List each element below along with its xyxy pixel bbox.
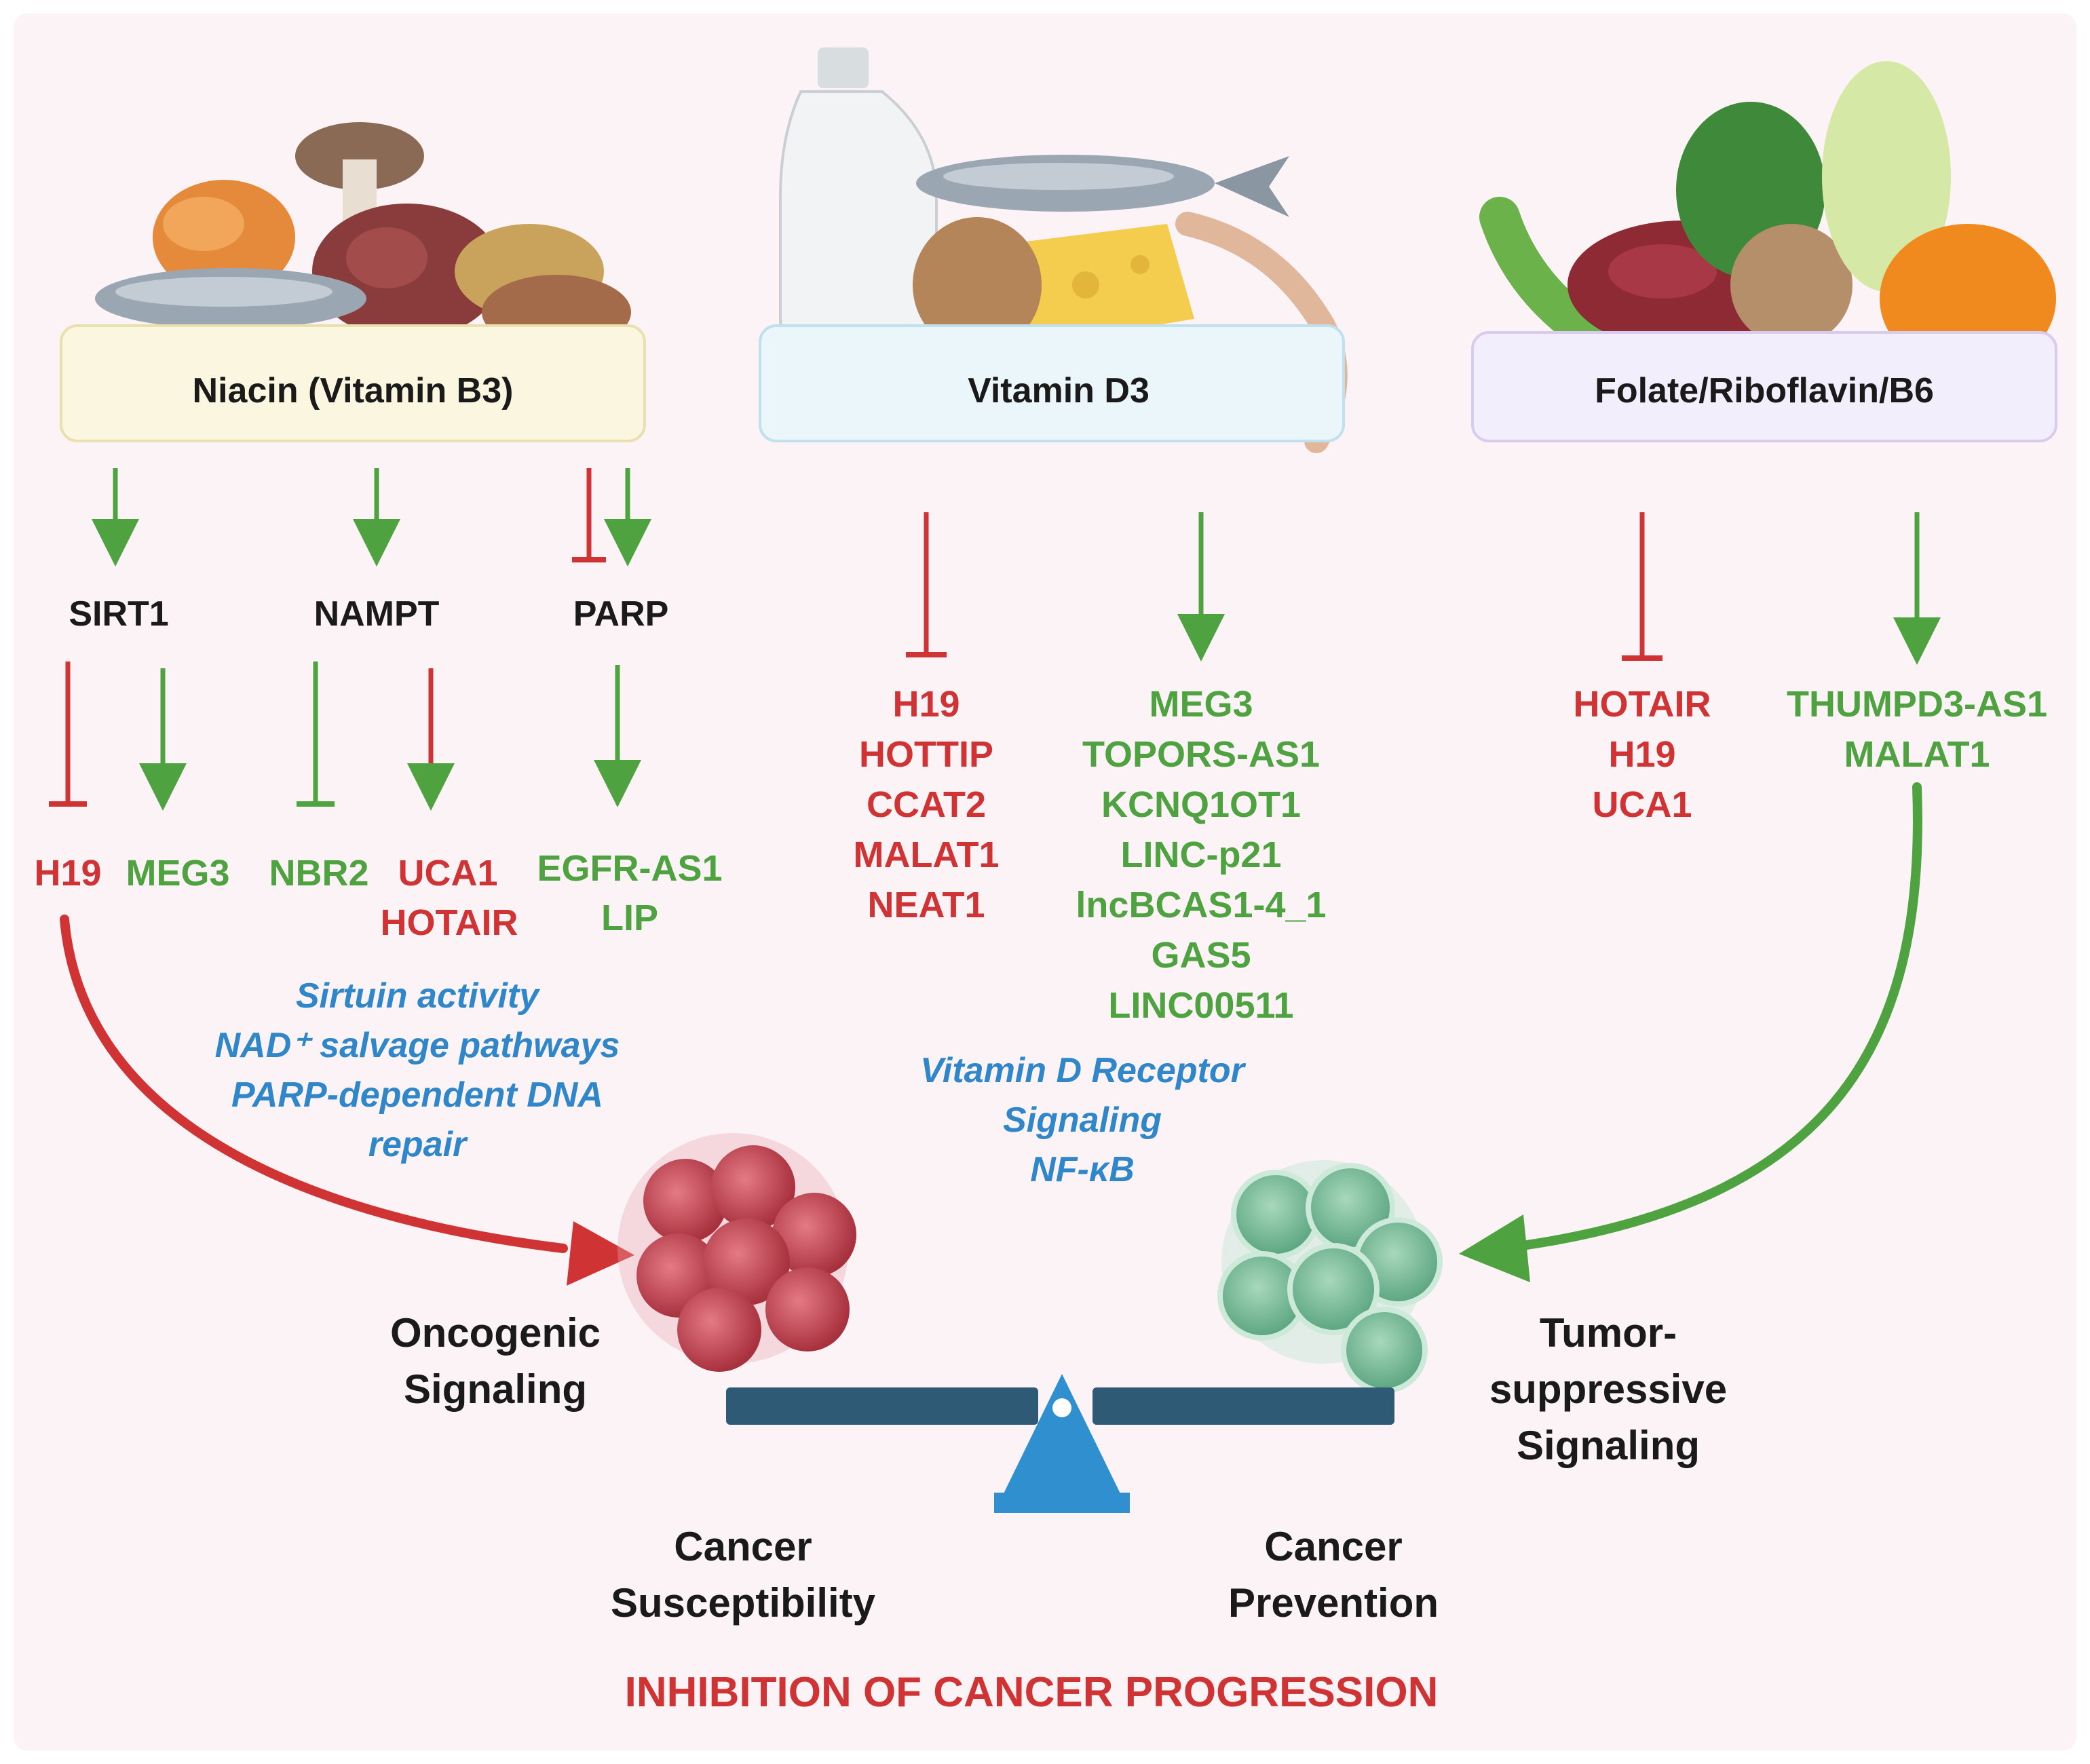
lncrna-item: HOTAIR bbox=[1574, 684, 1711, 725]
lnc-hotair-niacin: HOTAIR bbox=[381, 902, 518, 943]
svg-text:Cancer: Cancer bbox=[674, 1524, 812, 1569]
scale-fulcrum bbox=[994, 1374, 1130, 1513]
lncrna-item: MEG3 bbox=[1149, 684, 1253, 725]
lnc-egfr-as1: EGFR-AS1 bbox=[537, 848, 722, 889]
inhibit-vitd-down bbox=[906, 512, 947, 657]
niacin-box bbox=[60, 324, 646, 442]
scale-beam-left bbox=[726, 1387, 1038, 1425]
footer-title: INHIBITION OF CANCER PROGRESSION bbox=[625, 1669, 1439, 1716]
lncrna-item: TOPORS-AS1 bbox=[1082, 734, 1320, 775]
vitd-downregulated-list: H19 HOTTIP CCAT2 MALAT1 NEAT1 bbox=[854, 684, 1000, 925]
svg-text:Prevention: Prevention bbox=[1228, 1580, 1439, 1626]
lncrna-item: H19 bbox=[1608, 734, 1675, 775]
lncrna-item: CCAT2 bbox=[867, 784, 986, 825]
balance-scale-icon bbox=[726, 1374, 1394, 1513]
lncrna-item: NEAT1 bbox=[867, 885, 985, 925]
inhibit-nampt-to-nbr2 bbox=[297, 662, 335, 807]
mechanism-line: NF-κB bbox=[1030, 1150, 1135, 1189]
diagram-background bbox=[14, 14, 2076, 1750]
svg-text:suppressive: suppressive bbox=[1489, 1366, 1727, 1412]
lncrna-item: UCA1 bbox=[1592, 784, 1692, 825]
lnc-meg3-niacin: MEG3 bbox=[126, 853, 229, 894]
oncogenic-arrowhead bbox=[567, 1221, 634, 1286]
mechanism-line: NAD⁺ salvage pathways bbox=[215, 1026, 620, 1065]
nampt-label: NAMPT bbox=[314, 594, 440, 634]
svg-text:Oncogenic: Oncogenic bbox=[390, 1310, 601, 1356]
mechanism-line: Signaling bbox=[1003, 1100, 1162, 1140]
vitd-upregulated-list: MEG3 TOPORS-AS1 KCNQ1OT1 LINC-p21 lncBCA… bbox=[1076, 684, 1326, 1026]
folate-box bbox=[1471, 331, 2057, 442]
vitamin-d-label: Vitamin D3 bbox=[968, 371, 1150, 410]
folate-downregulated-list: HOTAIR H19 UCA1 bbox=[1574, 684, 1711, 825]
food-vitamin-d-icon bbox=[779, 47, 1348, 453]
mechanism-line: PARP-dependent DNA bbox=[231, 1075, 603, 1115]
lncrna-item: H19 bbox=[892, 684, 960, 725]
lnc-h19-niacin: H19 bbox=[34, 853, 101, 894]
lnc-lip: LIP bbox=[601, 898, 658, 938]
svg-text:Susceptibility: Susceptibility bbox=[611, 1580, 876, 1626]
vitd-mechanisms: Vitamin D Receptor Signaling NF-κB bbox=[920, 1051, 1246, 1189]
cancer-cell-cluster-icon bbox=[618, 1133, 856, 1372]
lncrna-item: MALAT1 bbox=[1844, 734, 1990, 775]
food-niacin-icon bbox=[95, 122, 631, 349]
lncrna-item: LINC-p21 bbox=[1120, 835, 1281, 875]
cancer-prevention-label: Cancer Prevention bbox=[1228, 1524, 1439, 1626]
oncogenic-curve-arrow bbox=[60, 915, 568, 1253]
svg-text:Cancer: Cancer bbox=[1264, 1524, 1402, 1569]
cancer-susceptibility-label: Cancer Susceptibility bbox=[611, 1524, 876, 1626]
vitamin-d-box bbox=[759, 324, 1345, 442]
scale-beam-right bbox=[1092, 1387, 1394, 1425]
niacin-mechanisms: Sirtuin activity NAD⁺ salvage pathways P… bbox=[215, 976, 620, 1164]
inhibit-sirt1-to-h19 bbox=[49, 662, 87, 807]
mechanism-line: repair bbox=[368, 1125, 468, 1164]
tumor-suppressive-signaling-label: Tumor- suppressive Signaling bbox=[1489, 1310, 1727, 1468]
lncrna-item: LINC00511 bbox=[1108, 985, 1293, 1026]
oncogenic-signaling-label: Oncogenic Signaling bbox=[390, 1310, 601, 1412]
sirt1-label: SIRT1 bbox=[69, 594, 168, 634]
parp-label: PARP bbox=[573, 594, 669, 634]
inhibit-folate-down bbox=[1622, 512, 1662, 661]
tumor-suppressive-curve-arrow bbox=[1522, 782, 1922, 1250]
svg-text:Signaling: Signaling bbox=[404, 1366, 587, 1412]
lncrna-item: THUMPD3-AS1 bbox=[1787, 684, 2047, 725]
lnc-nbr2: NBR2 bbox=[269, 853, 368, 894]
niacin-label: Niacin (Vitamin B3) bbox=[193, 371, 514, 410]
mechanism-line: Vitamin D Receptor bbox=[920, 1051, 1246, 1090]
lnc-uca1-niacin: UCA1 bbox=[398, 853, 497, 894]
folate-upregulated-list: THUMPD3-AS1 MALAT1 bbox=[1787, 684, 2047, 775]
lncrna-item: GAS5 bbox=[1151, 935, 1251, 976]
healthy-cell-cluster-icon bbox=[1217, 1160, 1443, 1394]
folate-label: Folate/Riboflavin/B6 bbox=[1595, 371, 1934, 410]
lncrna-item: MALAT1 bbox=[854, 835, 1000, 875]
svg-text:Tumor-: Tumor- bbox=[1540, 1310, 1677, 1356]
lncrna-item: HOTTIP bbox=[859, 734, 993, 775]
lncrna-item: lncBCAS1-4_1 bbox=[1076, 885, 1326, 925]
lncrna-item: KCNQ1OT1 bbox=[1101, 784, 1301, 825]
inhibit-niacin-to-parp bbox=[572, 468, 606, 562]
svg-text:Signaling: Signaling bbox=[1517, 1423, 1700, 1468]
mechanism-line: Sirtuin activity bbox=[296, 976, 541, 1016]
tumor-suppressive-arrowhead bbox=[1459, 1214, 1530, 1282]
